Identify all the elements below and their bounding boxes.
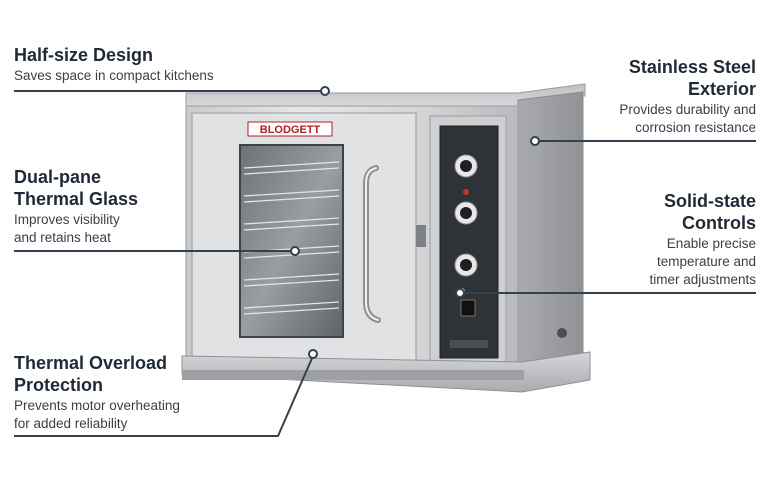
brand-logo-text: BLODGETT <box>260 124 321 136</box>
callout-solid-state: Solid-state Controls Enable precise temp… <box>556 190 756 289</box>
half-size-marker <box>320 86 330 96</box>
overload-marker <box>308 349 318 359</box>
callout-description: Prevents motor overheating for added rel… <box>14 398 180 431</box>
dual-pane-marker <box>290 246 300 256</box>
callout-title: Half-size Design <box>14 45 154 65</box>
callout-stainless: Stainless Steel Exterior Provides durabi… <box>526 56 756 137</box>
callout-description: Saves space in compact kitchens <box>14 68 214 83</box>
callout-half-size: Half-size Design Saves space in compact … <box>14 44 334 85</box>
callout-title: Solid-state Controls <box>663 191 756 233</box>
callout-description: Enable precise temperature and timer adj… <box>649 236 756 287</box>
callout-overload: Thermal Overload Protection Prevents mot… <box>14 352 274 433</box>
callout-title: Stainless Steel Exterior <box>628 57 756 99</box>
callout-description: Provides durability and corrosion resist… <box>619 102 756 135</box>
control-knobs <box>450 154 488 348</box>
callout-title: Dual-pane Thermal Glass <box>14 167 139 209</box>
overload-line <box>14 355 314 437</box>
callout-dual-pane: Dual-pane Thermal Glass Improves visibil… <box>14 166 214 247</box>
callout-description: Improves visibility and retains heat <box>14 212 120 245</box>
callout-title: Thermal Overload Protection <box>14 353 168 395</box>
stainless-marker <box>530 136 540 146</box>
solid-state-marker <box>455 288 465 298</box>
